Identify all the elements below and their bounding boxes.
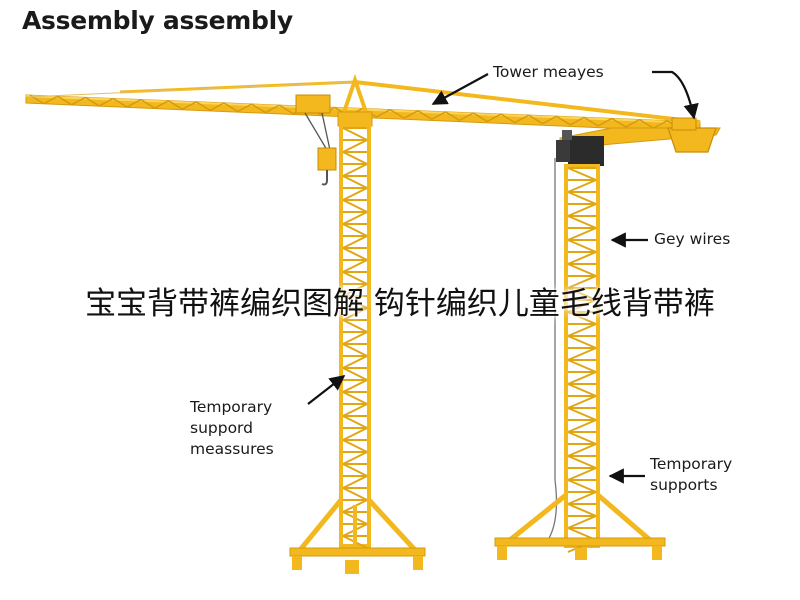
page-title: Assembly assembly [22,6,293,35]
left-crane-apex [337,73,373,127]
label-line: Temporary [190,398,273,416]
label-line: meassures [190,440,274,458]
overlay-caption: 宝宝背带裤编织图解 钩针编织儿童毛线背带裤 [85,286,715,322]
right-crane-top [556,117,721,166]
label-temporary-suppord-measures: Temporary suppord meassures [190,397,274,460]
label-tower-meayes: Tower meayes [493,63,604,81]
left-crane-mast [339,124,371,549]
label-line: supports [650,476,718,494]
label-line: Temporary [650,455,733,473]
left-crane-trolley [295,94,337,186]
right-crane-mast [547,158,600,553]
arrow-tower-meayes-right [652,70,699,120]
left-crane-base [289,498,426,574]
right-crane-base [494,493,666,560]
arrow-tower-meayes-left [431,73,489,105]
label-temporary-supports: Temporary supports [650,454,732,496]
label-line: suppord [190,419,253,437]
label-gey-wires: Gey wires [654,230,731,248]
arrow-temp-suppord [307,375,346,405]
